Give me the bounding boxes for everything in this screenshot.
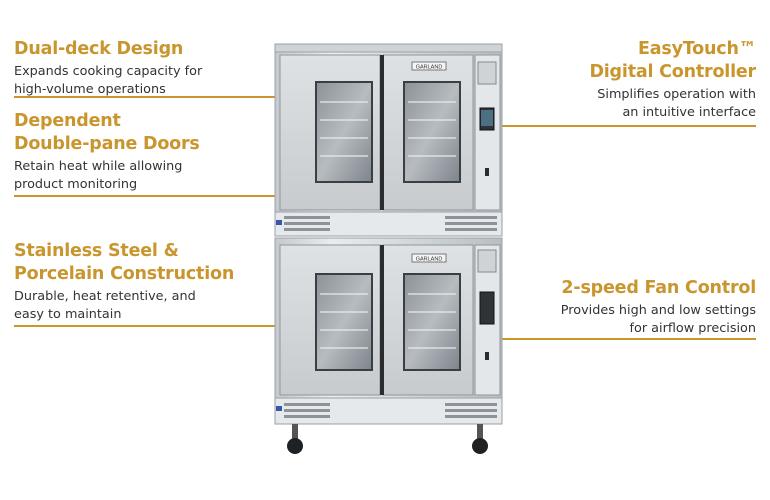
feature-desc: Durable, heat retentive, and easy to mai… (14, 289, 196, 322)
feature-title: Stainless Steel & Porcelain Construction (14, 241, 235, 284)
feature-desc: Expands cooking capacity for high-volume… (14, 64, 203, 97)
casters (287, 424, 488, 454)
leader-line-fan (494, 338, 756, 340)
leader-line-doors (14, 195, 296, 197)
leader-line-steel (14, 325, 300, 327)
feature-steel: Stainless Steel & Porcelain Construction… (14, 240, 234, 324)
feature-title: Dual-deck Design (14, 39, 184, 59)
feature-title: Dependent Double-pane Doors (14, 111, 200, 154)
oven-image: GARLAND GARLAND (274, 43, 503, 454)
feature-controller: EasyTouch™ Digital Controller Simplifies… (589, 38, 756, 122)
feature-fan: 2-speed Fan Control Provides high and lo… (561, 277, 756, 338)
feature-dual-deck: Dual-deck Design Expands cooking capacit… (14, 38, 202, 99)
feature-desc: Simplifies operation with an intuitive i… (597, 87, 756, 120)
feature-desc: Provides high and low settings for airfl… (560, 303, 756, 336)
feature-title: 2-speed Fan Control (561, 278, 756, 298)
upper-deck: GARLAND (274, 43, 503, 237)
leader-line-dual-deck (14, 96, 300, 98)
lower-deck: GARLAND (274, 237, 503, 425)
feature-desc: Retain heat while allowing product monit… (14, 159, 183, 192)
brand-label: GARLAND (416, 257, 443, 263)
brand-label: GARLAND (416, 65, 443, 71)
feature-title: EasyTouch™ Digital Controller (589, 39, 756, 82)
leader-line-controller (494, 125, 756, 127)
feature-doors: Dependent Double-pane Doors Retain heat … (14, 110, 200, 194)
